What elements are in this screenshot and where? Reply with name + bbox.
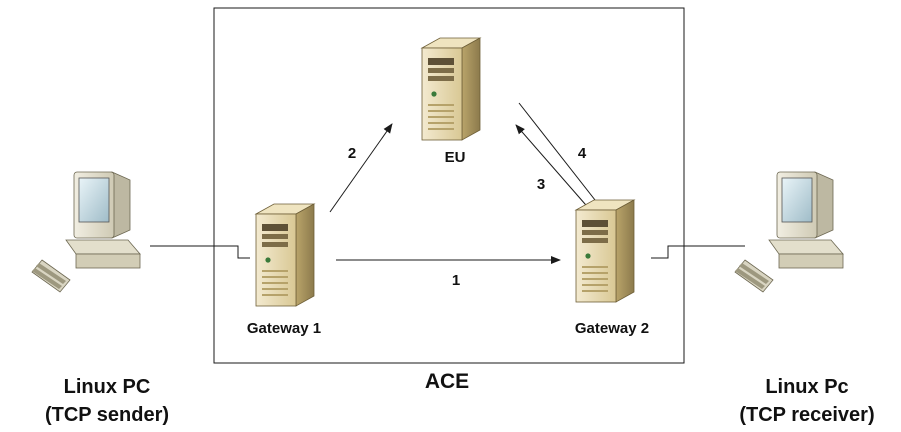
gateway-1-label: Gateway 1 bbox=[247, 320, 321, 337]
sender-subtitle: (TCP sender) bbox=[45, 404, 169, 426]
receiver-link-line bbox=[651, 245, 745, 259]
flow-1-label: 1 bbox=[452, 272, 460, 289]
ace-label: ACE bbox=[425, 370, 469, 393]
sender-link-line bbox=[150, 245, 250, 259]
flow-2-arrow bbox=[329, 123, 393, 213]
sender-title: Linux PC bbox=[64, 376, 151, 398]
flow-2-label: 2 bbox=[348, 145, 356, 162]
flow-3-label: 3 bbox=[537, 176, 545, 193]
gateway-1-server-icon bbox=[255, 203, 315, 307]
flow-4-arrow bbox=[518, 102, 607, 215]
flow-3-arrow bbox=[515, 124, 593, 213]
sender-pc-icon bbox=[31, 171, 141, 293]
flow-4-label: 4 bbox=[578, 145, 587, 162]
gateway-2-server-icon bbox=[575, 199, 635, 303]
receiver-title: Linux Pc bbox=[765, 376, 848, 398]
receiver-pc-icon bbox=[734, 171, 844, 293]
gateway-2-label: Gateway 2 bbox=[575, 320, 649, 337]
ace-boundary bbox=[213, 7, 685, 364]
eu-server-icon bbox=[421, 37, 481, 141]
receiver-subtitle: (TCP receiver) bbox=[739, 404, 874, 426]
eu-label: EU bbox=[445, 149, 466, 166]
